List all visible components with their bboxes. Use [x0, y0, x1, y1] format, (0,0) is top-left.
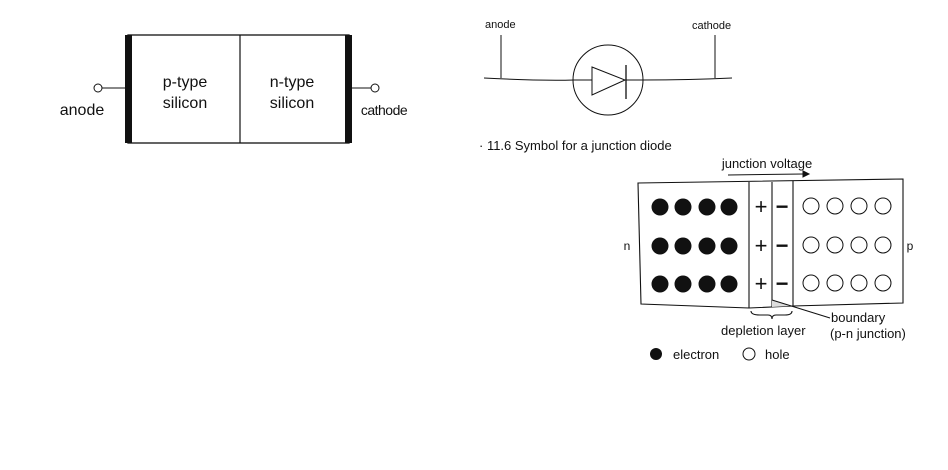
electron-icon: [674, 198, 692, 216]
junction-voltage-arrow: [727, 170, 811, 178]
pn-block-diagram: [93, 34, 380, 144]
electron-icon: [720, 198, 738, 216]
anode-contact: [125, 35, 132, 143]
electron-icon: [651, 237, 669, 255]
legend-hole: hole: [765, 347, 790, 362]
cathode-contact: [345, 35, 352, 143]
electron-icon: [674, 275, 692, 293]
electron-legend-icon: [650, 348, 662, 360]
positive-charge: +: [755, 271, 768, 296]
negative-charge: −: [776, 271, 789, 296]
electron-icon: [674, 237, 692, 255]
negative-charge: −: [776, 194, 789, 219]
cathode-label: cathode: [361, 102, 408, 118]
anode-label: anode: [60, 102, 105, 119]
hole-legend-icon: [742, 347, 756, 361]
hole-icon: [826, 197, 844, 215]
positive-charge: +: [755, 194, 768, 219]
hole-icon: [850, 197, 868, 215]
electron-icon: [651, 198, 669, 216]
hole-icon: [874, 236, 892, 254]
pn-junction-label: (p-n junction): [830, 326, 906, 341]
hole-icon: [802, 197, 820, 215]
hole-icon: [826, 274, 844, 292]
hole-icon: [850, 274, 868, 292]
hole-icon: [826, 236, 844, 254]
depletion-layer-label: depletion layer: [721, 323, 806, 338]
electron-icon: [720, 275, 738, 293]
n-region-label-1: n-type: [270, 74, 315, 91]
electron-icon: [651, 275, 669, 293]
hole-icon: [874, 197, 892, 215]
junction-box: [637, 178, 904, 320]
legend-electron: electron: [673, 347, 719, 362]
depletion-brace: [750, 310, 793, 320]
figure-caption: · 11.6 Symbol for a junction diode: [479, 138, 672, 153]
diode-triangle-icon: [591, 66, 627, 96]
symbol-anode-label: anode: [485, 19, 516, 31]
hole-icon: [850, 236, 868, 254]
boundary-pointer: [771, 299, 831, 319]
anode-terminal-icon: [93, 83, 103, 93]
carriers: +−+−+−: [651, 194, 892, 296]
diode-circle: [572, 44, 644, 116]
negative-charge: −: [776, 233, 789, 258]
positive-charge: +: [755, 233, 768, 258]
hole-icon: [802, 274, 820, 292]
boundary-label: boundary: [831, 310, 886, 325]
hole-icon: [874, 274, 892, 292]
diode-body: [127, 34, 350, 144]
cathode-terminal-icon: [370, 83, 380, 93]
junction-voltage-label: junction voltage: [721, 156, 812, 171]
electron-icon: [698, 275, 716, 293]
n-side-label: n: [624, 239, 631, 253]
p-region-label-1: p-type: [163, 74, 208, 91]
electron-icon: [698, 237, 716, 255]
electron-icon: [720, 237, 738, 255]
electron-icon: [698, 198, 716, 216]
symbol-cathode-label: cathode: [692, 20, 731, 32]
p-region-label-2: silicon: [163, 95, 207, 112]
diode-symbol: [483, 35, 733, 116]
hole-icon: [802, 236, 820, 254]
p-side-label: p: [907, 239, 914, 253]
n-region-label-2: silicon: [270, 95, 314, 112]
